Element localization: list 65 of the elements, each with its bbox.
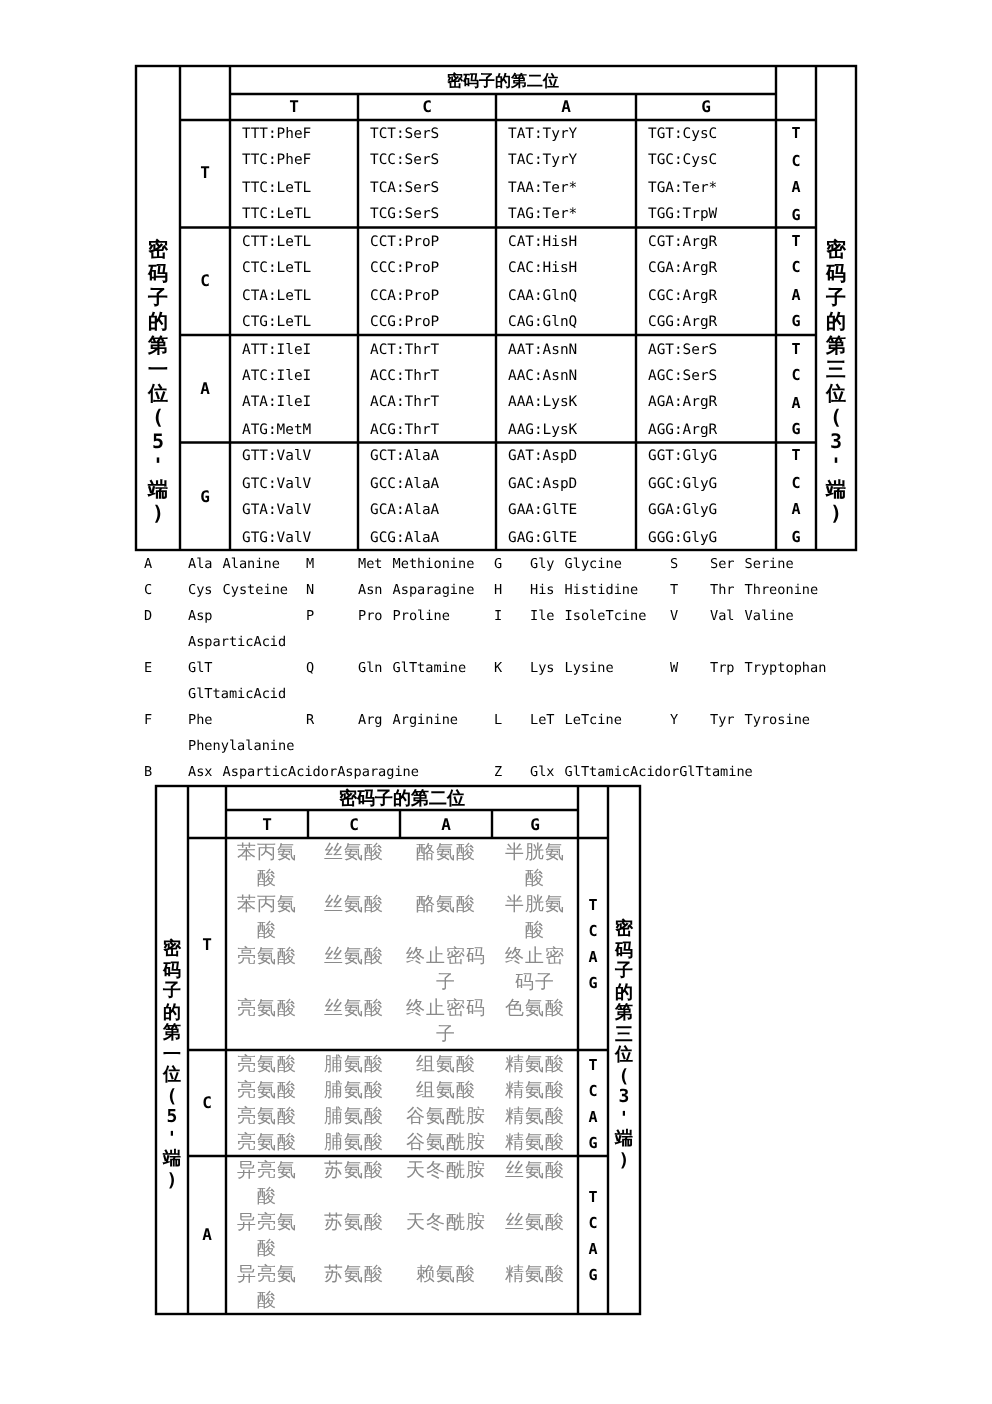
column-header: A: [439, 813, 453, 837]
table-cell-text: 亮氨酸: [235, 1130, 299, 1156]
table-cell-text: 苯丙氨酸: [235, 840, 299, 892]
table-cell-text: 精氨酸: [503, 1262, 567, 1290]
row-header: C: [198, 270, 212, 295]
side-title: 密码子的第一位(5'端): [146, 240, 170, 528]
row-header: G: [198, 485, 212, 510]
row-header: A: [200, 1224, 214, 1248]
table-cell-text: 丝氨酸: [503, 1210, 567, 1238]
column-header: T: [260, 813, 274, 837]
table-cell-text: 丝氨酸: [322, 944, 386, 972]
table-cell-text: 谷氨酰胺: [404, 1104, 488, 1130]
column-header: C: [420, 96, 434, 120]
table-cell-text: 酪氨酸: [414, 840, 478, 868]
table-cell-text: 异亮氨酸: [235, 1158, 299, 1210]
table-cell-text: 精氨酸: [503, 1130, 567, 1156]
table-cell-text: 赖氨酸: [414, 1262, 478, 1290]
side-title: 密码子的第一位(5'端): [162, 940, 182, 1192]
table-cell-text: 脯氨酸: [322, 1130, 386, 1156]
row-header: T: [198, 162, 212, 187]
table-cell-text: 精氨酸: [503, 1078, 567, 1104]
table-cell-text: 脯氨酸: [322, 1052, 386, 1078]
table-cell-text: 丝氨酸: [322, 840, 386, 868]
side-title: 密码子的第三位(3'端): [614, 920, 634, 1172]
table-cell-text: 苯丙氨酸: [235, 892, 299, 944]
row-header: A: [198, 377, 212, 402]
table-cell-text: 终止密码子: [404, 944, 488, 996]
side-title: 密码子的第三位(3'端): [824, 240, 848, 528]
table-title: 密码子的第二位: [337, 786, 467, 810]
table-cell-text: 苏氨酸: [322, 1158, 386, 1186]
table-cell-text: 异亮氨酸: [235, 1262, 299, 1314]
table-cell-text: 亮氨酸: [235, 944, 299, 972]
column-header: A: [559, 96, 573, 120]
table-cell-text: 组氨酸: [414, 1078, 478, 1104]
column-header: T: [287, 96, 301, 120]
table-cell-text: 脯氨酸: [322, 1104, 386, 1130]
table-cell-text: 亮氨酸: [235, 1104, 299, 1130]
column-header: C: [347, 813, 361, 837]
table-cell-text: 丝氨酸: [503, 1158, 567, 1186]
table-cell-text: 丝氨酸: [322, 996, 386, 1024]
column-header: G: [528, 813, 542, 837]
table-cell-text: 苏氨酸: [322, 1262, 386, 1290]
table-cell-text: 组氨酸: [414, 1052, 478, 1078]
table-cell-text: 亮氨酸: [235, 1078, 299, 1104]
table-title: 密码子的第二位: [445, 69, 561, 93]
table-cell-text: 苏氨酸: [322, 1210, 386, 1238]
table-cell-text: 亮氨酸: [235, 1052, 299, 1078]
table-cell-text: 谷氨酰胺: [404, 1130, 488, 1156]
table-cell-text: 天冬酰胺: [404, 1210, 488, 1238]
row-header: C: [200, 1092, 214, 1116]
table-cell-text: 丝氨酸: [322, 892, 386, 920]
table-cell-text: 酪氨酸: [414, 892, 478, 920]
table-cell-text: 半胱氨酸: [503, 892, 567, 944]
table-cell-text: 天冬酰胺: [404, 1158, 488, 1186]
table-cell-text: 精氨酸: [503, 1104, 567, 1130]
table-cell-text: 异亮氨酸: [235, 1210, 299, 1262]
row-header: T: [200, 933, 214, 957]
table-cell-text: 精氨酸: [503, 1052, 567, 1078]
table-cell-text: 脯氨酸: [322, 1078, 386, 1104]
table-cell-text: 终止密码子: [404, 996, 488, 1048]
table-cell-text: 亮氨酸: [235, 996, 299, 1024]
table-cell-text: 终止密码子: [503, 944, 567, 996]
table-cell-text: 色氨酸: [503, 996, 567, 1024]
column-header: G: [699, 96, 713, 120]
table-cell-text: 半胱氨酸: [503, 840, 567, 892]
